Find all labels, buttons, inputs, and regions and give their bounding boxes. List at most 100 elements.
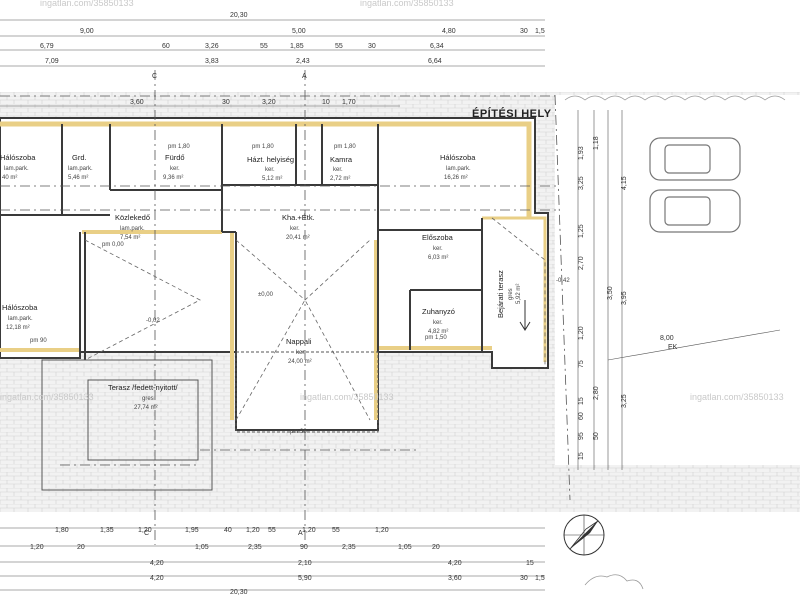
dim-bottom: 1,05 xyxy=(398,544,412,551)
room-area: 5,46 m² xyxy=(68,175,88,181)
dim-bottom: 1,20 xyxy=(302,527,316,534)
room-area: 12,18 m² xyxy=(6,325,30,331)
shrub-outline xyxy=(564,95,786,101)
dim-top: 9,00 xyxy=(80,28,94,35)
dim-bottom: 2,35 xyxy=(248,544,262,551)
compass-icon xyxy=(563,514,605,556)
dim-bottom: 30 xyxy=(520,575,528,582)
watermark: ingatlan.com/35850133 xyxy=(0,392,94,402)
dim-right: 1,18 xyxy=(593,136,600,150)
room-floor: ker. xyxy=(296,350,306,356)
dim-top: 6,64 xyxy=(428,58,442,65)
dim-right: 2,80 xyxy=(593,386,600,400)
dim-top: 6,34 xyxy=(430,43,444,50)
car-icon xyxy=(649,137,741,233)
room-name: Bejárati terasz xyxy=(496,270,505,318)
room-name: Grd. xyxy=(72,153,87,162)
dim-bottom: 1,35 xyxy=(100,527,114,534)
room-floor: gres xyxy=(508,288,514,300)
dim-right: 3,25 xyxy=(578,176,585,190)
room-floor: lam.park. xyxy=(68,166,93,172)
site-label: ÉPÍTÉSI HELY xyxy=(472,107,552,120)
room-floor: ker. xyxy=(433,246,443,252)
entrance-arrow-icon xyxy=(519,300,531,331)
dim-top: 3,83 xyxy=(205,58,219,65)
room-area: 5,12 m² xyxy=(262,176,282,182)
room-area: 40 m² xyxy=(2,175,17,181)
floor-level: ±0,00 xyxy=(258,292,274,298)
dim-bottom: 55 xyxy=(268,527,276,534)
dim-bottom: 1,5 xyxy=(535,575,545,582)
section-marker: A xyxy=(298,530,303,537)
room-area: 9,36 m² xyxy=(163,175,183,181)
parapet-height: pm 30 xyxy=(290,429,307,435)
room-label: Nappali ker. 24,00 m² xyxy=(286,337,312,365)
dim-top: 1,70 xyxy=(342,99,356,106)
dim-bottom: 1,20 xyxy=(246,527,260,534)
dim-top: 30 xyxy=(222,99,230,106)
dim-top: 6,79 xyxy=(40,43,54,50)
dim-top: 7,09 xyxy=(45,58,59,65)
dim-right: 15 xyxy=(578,397,585,405)
dim-bottom: 4,20 xyxy=(150,560,164,567)
top-dimension-lines xyxy=(0,19,545,107)
dim-right: 3,95 xyxy=(621,291,628,305)
room-name: Előszoba xyxy=(422,233,454,242)
dim-bottom: 1,20 xyxy=(30,544,44,551)
room-label: Fürdő ker. 9,36 m² xyxy=(163,153,185,181)
dim-top: 3,26 xyxy=(205,43,219,50)
room-name: Nappali xyxy=(286,337,312,346)
dim-right: 2,70 xyxy=(578,256,585,270)
dim-bottom: 1,20 xyxy=(138,527,152,534)
dim-top: 55 xyxy=(260,43,268,50)
room-area: 5,92 m² xyxy=(516,284,522,304)
dim-top: 3,20 xyxy=(262,99,276,106)
dim-top: 5,00 xyxy=(292,28,306,35)
dim-right: 1,25 xyxy=(578,224,585,238)
boundary-code: EK xyxy=(668,344,678,351)
room-floor: lam.park. xyxy=(8,316,33,322)
section-marker: A xyxy=(302,73,307,80)
room-label: Előszoba ker. 6,03 m² xyxy=(422,233,454,261)
room-name: Fürdő xyxy=(165,153,185,162)
room-floor: lam.park. xyxy=(446,166,471,172)
dim-right: 3,25 xyxy=(621,394,628,408)
dim-bottom: 2,35 xyxy=(342,544,356,551)
parapet-height: pm 90 xyxy=(30,338,47,344)
room-area: 4,82 m² xyxy=(428,329,448,335)
dim-top: 60 xyxy=(162,43,170,50)
dim-bottom: 4,20 xyxy=(150,575,164,582)
room-floor: lam.park. xyxy=(4,166,29,172)
right-dimension-lines xyxy=(577,110,781,470)
room-area: 7,54 m² xyxy=(120,235,140,241)
dim-right: 1,93 xyxy=(578,146,585,160)
shrub-outline xyxy=(584,574,644,590)
room-area: 27,74 m² xyxy=(134,405,158,411)
room-label: Hálószoba lam.park. 40 m² xyxy=(0,153,36,181)
room-area: 6,03 m² xyxy=(428,255,448,261)
dim-right: 60 xyxy=(578,412,585,420)
watermark: ingatlan.com/35850133 xyxy=(360,0,454,8)
watermark: ingatlan.com/35850133 xyxy=(40,0,134,8)
dim-top: 2,43 xyxy=(296,58,310,65)
dim-top: 55 xyxy=(335,43,343,50)
dim-right: 50 xyxy=(593,432,600,440)
dim-top: 30 xyxy=(520,28,528,35)
dim-right: 15 xyxy=(578,452,585,460)
room-floor: gres xyxy=(142,396,154,402)
dim-bottom: 2,10 xyxy=(298,560,312,567)
dim-bottom: 1,05 xyxy=(195,544,209,551)
dim-right: 1,20 xyxy=(578,326,585,340)
terrace-outline xyxy=(41,351,379,491)
section-marker: C xyxy=(144,530,149,537)
watermark: ingatlan.com/35850133 xyxy=(300,392,394,402)
dim-top: 10 xyxy=(322,99,330,106)
room-name: Terasz /fedett-nyitott/ xyxy=(108,383,179,392)
dim-bottom: 90 xyxy=(300,544,308,551)
parapet-height: pm 0,00 xyxy=(102,242,124,248)
dim-bottom: 5,90 xyxy=(298,575,312,582)
parapet-height: pm 1,80 xyxy=(168,144,190,150)
watermark: ingatlan.com/35850133 xyxy=(690,392,784,402)
boundary-dimension: 8,00 xyxy=(660,335,674,342)
